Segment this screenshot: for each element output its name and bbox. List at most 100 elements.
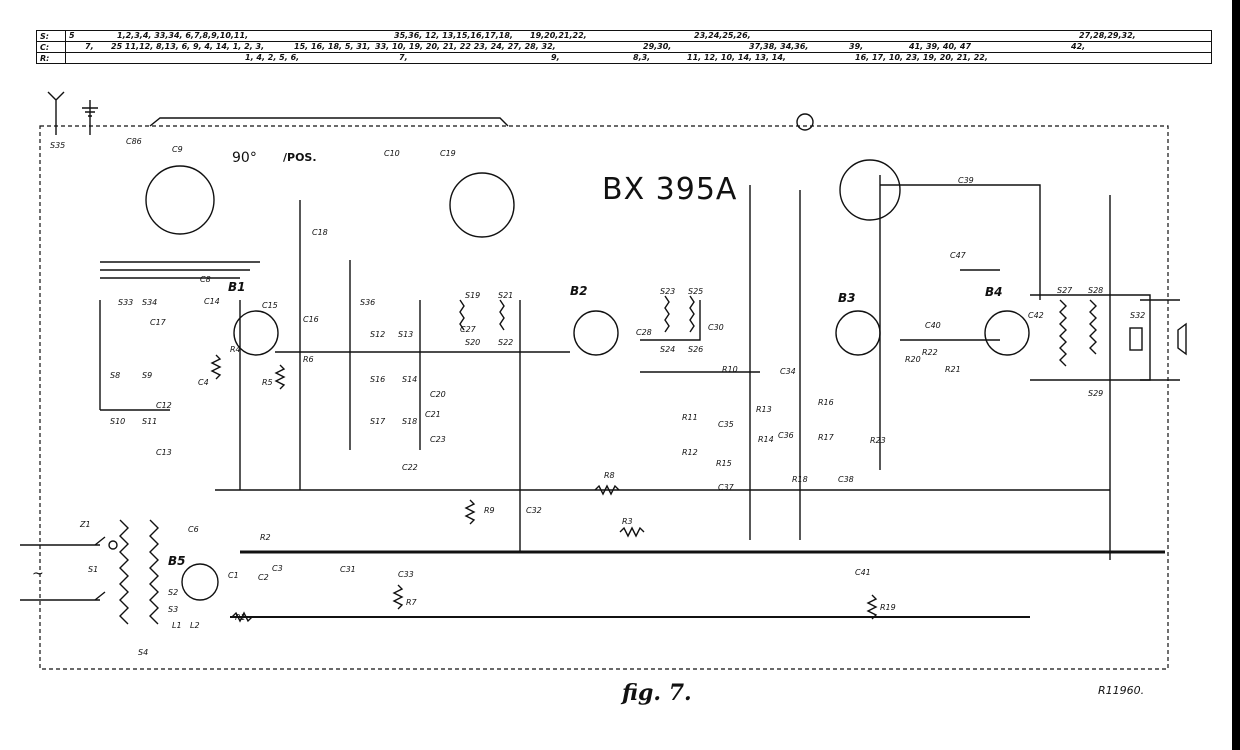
label-resistor: R3 <box>622 517 633 526</box>
label-lamp: L2 <box>190 621 200 630</box>
legend-cell: 8,3, <box>633 53 651 63</box>
legend-cell: 37,38, 34,36, <box>749 42 809 52</box>
legend-cell: 27,28,29,32, <box>1079 31 1136 41</box>
label-capacitor: C33 <box>398 570 414 579</box>
legend-cell: 11, 12, 10, 14, 13, 14, <box>687 53 786 63</box>
legend-cell: 39, <box>849 42 864 52</box>
label-capacitor: C40 <box>925 321 941 330</box>
band-switch-wafer-3 <box>839 159 901 221</box>
label-coil: S32 <box>1130 311 1145 320</box>
label-capacitor: C23 <box>430 435 446 444</box>
label-capacitor: C1 <box>228 571 239 580</box>
legend-cell: 29,30, <box>643 42 672 52</box>
label-capacitor: C13 <box>156 448 172 457</box>
coil-s23 <box>664 295 670 333</box>
angle-label: 90° <box>232 150 257 166</box>
label-coil: S24 <box>660 345 675 354</box>
label-tube-b3: B3 <box>838 291 856 305</box>
speaker-wires <box>1109 195 1180 560</box>
chassis-outline <box>39 125 1169 670</box>
label-resistor: R6 <box>303 355 314 364</box>
volume-control-symbol <box>796 113 814 131</box>
label-resistor: R15 <box>716 459 732 468</box>
label-capacitor: C14 <box>204 297 220 306</box>
speaker-coil-box <box>1129 327 1143 351</box>
legend-cell: 9, <box>551 53 560 63</box>
legend-cell: 7, <box>399 53 408 63</box>
label-capacitor: C19 <box>440 149 456 158</box>
resistor-r6 <box>274 364 286 390</box>
label-capacitor: C86 <box>126 137 142 146</box>
resistor-r1 <box>231 611 253 623</box>
label-coil: S14 <box>402 375 417 384</box>
label-coil: S36 <box>360 298 375 307</box>
wiring <box>20 91 1187 670</box>
label-capacitor: C9 <box>172 145 183 154</box>
mains-transformer-secondary <box>149 519 159 625</box>
label-capacitor: C22 <box>402 463 418 472</box>
legend-cell: 16, 17, 10, 23, 19, 20, 21, 22, <box>855 53 988 63</box>
label-capacitor: C3 <box>272 564 283 573</box>
drawing-number: R11960. <box>1098 684 1145 697</box>
output-wires <box>1030 294 1151 381</box>
label-coil: S22 <box>498 338 513 347</box>
label-resistor: R12 <box>682 448 698 457</box>
label-tube-b2: B2 <box>570 284 588 298</box>
label-resistor: R10 <box>722 365 738 374</box>
label-coil: S16 <box>370 375 385 384</box>
label-resistor: R4 <box>230 345 241 354</box>
coil-s21 <box>499 299 505 331</box>
legend-row-r: R: 1, 4, 2, 5, 6, 7, 9, 8,3, 11, 12, 10,… <box>36 52 1212 64</box>
coil-s19 <box>459 299 465 331</box>
output-transformer-s28 <box>1089 299 1097 355</box>
rf-wires <box>100 261 260 279</box>
resistor-r3 <box>619 526 645 538</box>
mains-transformer-s1 <box>119 519 129 625</box>
label-resistor: R23 <box>870 436 886 445</box>
label-capacitor: C37 <box>718 483 735 492</box>
label-lamp: L1 <box>172 621 182 630</box>
label-resistor: R13 <box>756 405 772 414</box>
component-labels: B1 B2 B3 B4 B5 <box>168 280 1003 568</box>
switch-position-label: /POS. <box>283 151 317 164</box>
label-capacitor: C8 <box>200 275 211 284</box>
label-capacitor: C47 <box>950 251 967 260</box>
label-capacitor: C30 <box>708 323 724 332</box>
label-capacitor: C17 <box>150 318 167 327</box>
label-capacitor: C36 <box>778 431 794 440</box>
label-coil: S21 <box>498 291 513 300</box>
figure-caption: fig. 7. <box>622 680 692 706</box>
label-coil: S18 <box>402 417 417 426</box>
label-coil: S8 <box>110 371 120 380</box>
label-coil: S17 <box>370 417 386 426</box>
switch-wire <box>880 184 1041 300</box>
resistor-r8 <box>594 484 620 496</box>
label-resistor: R9 <box>484 506 495 515</box>
label-tube-b1: B1 <box>228 280 246 294</box>
model-title: BX 395A <box>602 172 738 207</box>
label-coil: S19 <box>465 291 480 300</box>
label-resistor: R20 <box>905 355 921 364</box>
legend-cell: 25 11,12, 8,13, 6, 9, 4, 14, 1, 2, 3, <box>111 42 265 52</box>
label-resistor: R16 <box>818 398 834 407</box>
label-resistor: R21 <box>945 365 961 374</box>
tube-b5 <box>181 563 219 601</box>
label-coil: S11 <box>142 417 157 426</box>
label-coil: S34 <box>142 298 157 307</box>
label-capacitor: C28 <box>636 328 652 337</box>
label-coil: S28 <box>1088 286 1103 295</box>
tube-b1 <box>233 310 279 356</box>
label-tube-b4: B4 <box>985 285 1003 299</box>
legend-cell: 41, 39, 40, 47 <box>909 42 972 52</box>
label-capacitor: C38 <box>838 475 854 484</box>
label-resistor: R1 <box>235 613 246 622</box>
label-coil: S4 <box>138 648 148 657</box>
label-capacitor: C2 <box>258 573 269 582</box>
label-capacitor: C18 <box>312 228 328 237</box>
mixer-wires <box>275 300 570 552</box>
label-coil: S33 <box>118 298 133 307</box>
coil-s25 <box>689 295 695 333</box>
label-capacitor: C12 <box>156 401 172 410</box>
